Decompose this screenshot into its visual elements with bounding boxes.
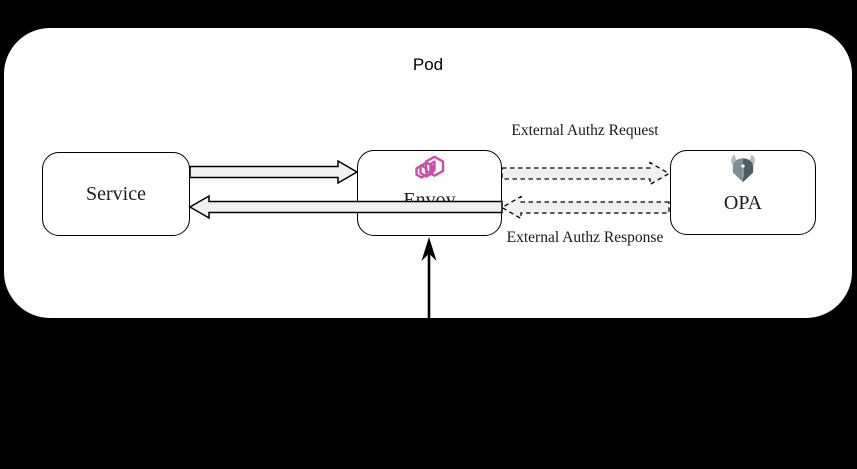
service-node: Service [42,152,190,236]
pod-title: Pod [412,55,444,74]
opa-node: OPA [670,150,816,235]
opa-logo-icon [725,154,761,192]
service-node-label: Service [86,183,146,205]
external-authz-response-label: External Authz Response [506,229,664,246]
external-authz-request-label: External Authz Request [511,122,659,139]
envoy-node-label: Envoy [403,189,456,211]
envoy-logo-icon [411,155,449,190]
envoy-node: Envoy [357,150,502,236]
opa-node-label: OPA [723,192,763,214]
